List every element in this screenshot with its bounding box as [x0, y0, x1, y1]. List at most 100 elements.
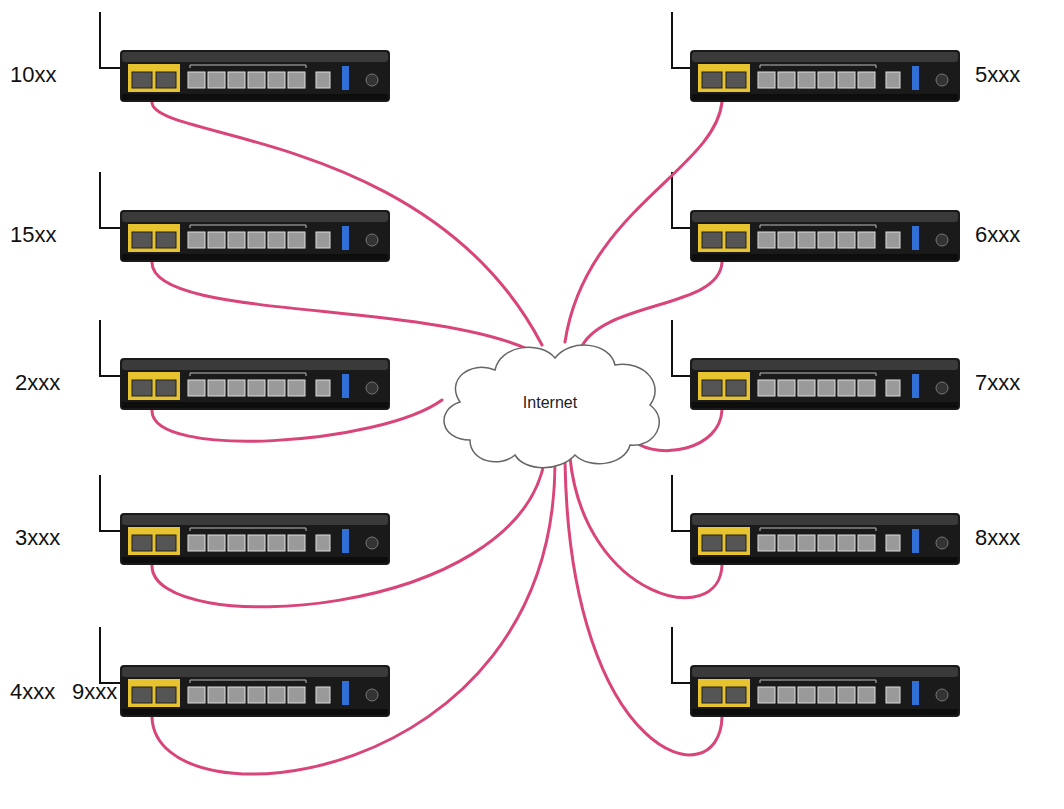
line-port	[248, 232, 265, 248]
line-port	[858, 380, 875, 396]
lan-port	[156, 232, 176, 248]
router-base	[122, 557, 388, 563]
line-port	[268, 535, 285, 551]
line-port	[288, 72, 305, 88]
router-illustration	[690, 513, 960, 565]
line-port	[268, 232, 285, 248]
antenna	[100, 320, 120, 376]
line-port	[188, 687, 205, 703]
usb-slot	[912, 226, 919, 250]
wan-port	[132, 232, 152, 248]
power-socket	[936, 689, 948, 701]
tel-port	[886, 687, 900, 703]
wan-lan-block	[698, 224, 750, 252]
line-port	[778, 535, 795, 551]
usb-slot	[342, 226, 349, 250]
router-top	[122, 515, 388, 525]
wan-lan-block	[698, 527, 750, 555]
router-illustration	[690, 210, 960, 262]
router-illustration	[120, 210, 390, 262]
line-port	[758, 232, 775, 248]
line-port	[778, 380, 795, 396]
wan-lan-block	[128, 224, 180, 252]
tel-port	[316, 535, 330, 551]
line-port	[818, 232, 835, 248]
tel-port	[316, 232, 330, 248]
router-illustration	[690, 665, 960, 717]
tel-port	[316, 380, 330, 396]
wan-lan-block	[128, 679, 180, 707]
router-base	[122, 709, 388, 715]
tel-port	[886, 72, 900, 88]
line-port	[228, 380, 245, 396]
line-port	[798, 535, 815, 551]
router-top	[122, 52, 388, 62]
line-port	[818, 72, 835, 88]
router-illustration	[120, 665, 390, 717]
router-illustration	[690, 358, 960, 410]
line-port	[818, 535, 835, 551]
number-range-label: 7xxx	[975, 370, 1020, 396]
cloud-shape	[444, 345, 659, 468]
wan-port	[132, 380, 152, 396]
line-bracket	[760, 528, 876, 531]
internet-cloud: Internet	[430, 330, 670, 475]
wan-port	[132, 72, 152, 88]
line-bracket	[760, 680, 876, 683]
tel-port	[316, 687, 330, 703]
lan-port	[156, 72, 176, 88]
router-body	[690, 513, 960, 565]
wan-lan-block	[698, 372, 750, 400]
router-node: 4xxx9xxx	[120, 665, 390, 717]
usb-slot	[342, 529, 349, 553]
router-node: 3xxx	[120, 513, 390, 565]
line-port	[288, 380, 305, 396]
lan-port	[726, 72, 746, 88]
line-port	[838, 72, 855, 88]
router-illustration	[120, 513, 390, 565]
antenna	[672, 172, 690, 228]
line-port	[838, 535, 855, 551]
line-bracket	[760, 225, 876, 228]
line-bracket	[190, 680, 306, 683]
router-illustration	[120, 358, 390, 410]
number-range-label: 8xxx	[975, 525, 1020, 551]
router-top	[122, 212, 388, 222]
router-node: 6xxx	[690, 210, 960, 262]
line-port	[208, 72, 225, 88]
router-base	[692, 557, 958, 563]
router-body	[690, 50, 960, 102]
router-node: 8xxx	[690, 513, 960, 565]
line-port	[838, 687, 855, 703]
line-bracket	[190, 373, 306, 376]
router-top	[122, 667, 388, 677]
number-range-label: 3xxx	[15, 525, 60, 551]
power-socket	[366, 234, 378, 246]
line-port	[858, 535, 875, 551]
line-bracket	[760, 373, 876, 376]
line-port	[758, 72, 775, 88]
line-bracket	[760, 65, 876, 68]
router-body	[120, 665, 390, 717]
line-port	[228, 232, 245, 248]
usb-slot	[912, 529, 919, 553]
wan-lan-block	[698, 679, 750, 707]
number-range-label: 6xxx	[975, 222, 1020, 248]
power-socket	[366, 689, 378, 701]
antenna	[100, 12, 120, 68]
antenna	[100, 172, 120, 228]
wan-lan-block	[128, 372, 180, 400]
router-illustration	[690, 50, 960, 102]
router-body	[120, 358, 390, 410]
power-socket	[936, 382, 948, 394]
usb-slot	[342, 66, 349, 90]
router-node: 10xx	[120, 50, 390, 102]
router-top	[692, 212, 958, 222]
router-node: 7xxx	[690, 358, 960, 410]
number-range-label: 15xx	[10, 222, 56, 248]
line-port	[288, 535, 305, 551]
line-port	[268, 687, 285, 703]
line-port	[288, 232, 305, 248]
router-base	[122, 402, 388, 408]
usb-slot	[912, 681, 919, 705]
